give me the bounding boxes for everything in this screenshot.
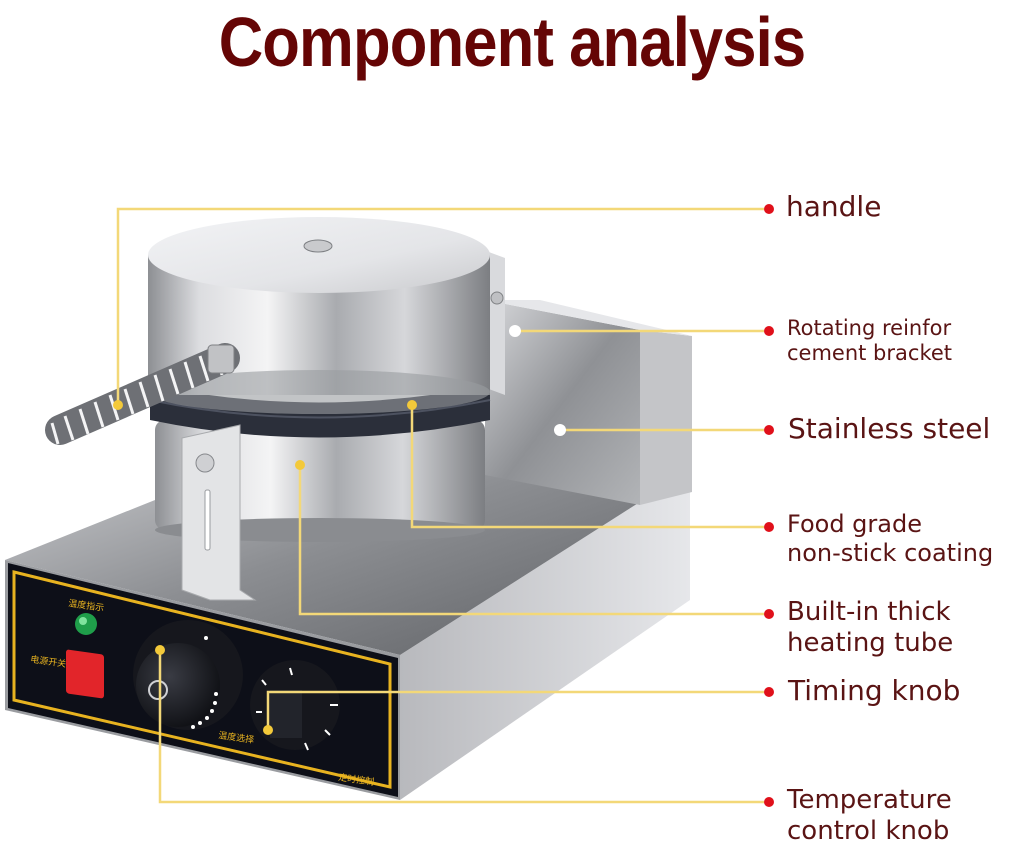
label-stainless: Stainless steel xyxy=(788,412,991,445)
label-heating-line2: heating tube xyxy=(787,628,954,659)
lid-top xyxy=(148,217,490,293)
callout-lines xyxy=(116,207,764,804)
spring-handle xyxy=(45,343,240,445)
label-bracket-line2: cement bracket xyxy=(787,341,953,366)
base-side xyxy=(400,470,690,800)
power-switch xyxy=(66,649,104,699)
callout-line-temperature xyxy=(158,650,764,804)
label-temperature-line1: Temperature xyxy=(787,785,952,815)
callout-dot-heating xyxy=(764,609,774,619)
label-temperature-line2: control knob xyxy=(787,816,950,847)
callout-dot-coating xyxy=(764,522,774,532)
back-box-side xyxy=(640,330,692,505)
label-coating: Food grade non-stick coating xyxy=(787,510,993,568)
callout-dot-stainless xyxy=(764,425,774,435)
callout-line-coating xyxy=(410,405,764,529)
callout-line-heating xyxy=(298,465,764,616)
back-box-top xyxy=(485,300,692,336)
page-title: Component analysis xyxy=(218,3,806,81)
label-bracket: Rotating reinfor cement bracket xyxy=(787,316,952,366)
label-temperature: Temperature control knob xyxy=(787,785,952,847)
label-handle: handle xyxy=(786,190,882,223)
label-bracket-line1: Rotating reinfor xyxy=(787,316,952,340)
lid-bolt xyxy=(303,239,333,253)
temperature-knob xyxy=(133,620,243,730)
callout-dot-temperature xyxy=(764,797,774,807)
label-coating-line2: non-stick coating xyxy=(787,538,994,567)
callout-dot-handle xyxy=(764,204,774,214)
label-timing: Timing knob xyxy=(788,674,961,707)
indicator-light xyxy=(75,613,97,635)
callout-dot-bracket xyxy=(764,326,774,336)
label-heating-line1: Built-in thick xyxy=(787,597,951,627)
callout-line-handle xyxy=(116,207,764,405)
callout-line-timing xyxy=(266,690,764,730)
callout-origin-dots xyxy=(113,325,566,735)
timing-knob xyxy=(250,660,340,751)
label-heating: Built-in thick heating tube xyxy=(787,597,953,659)
label-coating-line1: Food grade xyxy=(787,510,922,538)
back-box-front xyxy=(485,300,640,505)
callout-dot-timing xyxy=(764,687,774,697)
